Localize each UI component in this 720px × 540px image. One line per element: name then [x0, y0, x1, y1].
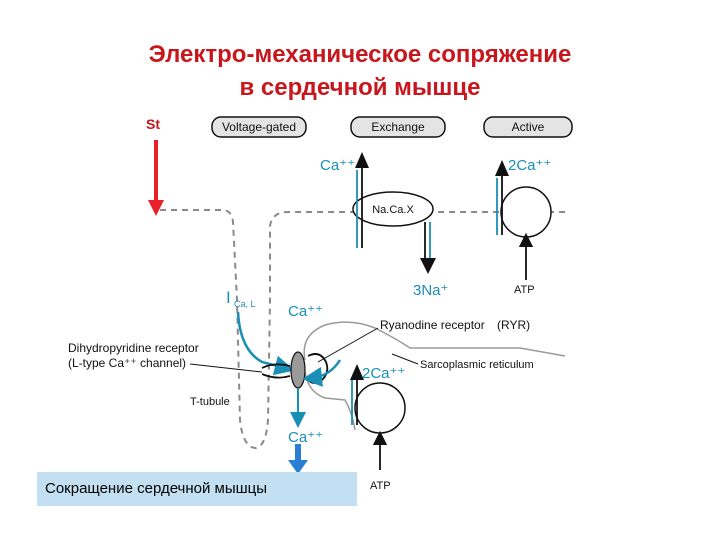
naca-exchanger-label: Na.Ca.X [372, 204, 414, 216]
sarcoplasmic-reticulum-outline [303, 321, 566, 431]
stimulus-label: St [146, 116, 160, 132]
sr-leader-line [391, 353, 419, 365]
atp-top-label: ATP [514, 284, 535, 296]
two-ca-serca-arrow [350, 364, 364, 425]
two-ca-pump-arrow [495, 160, 509, 235]
active-pill: Active [483, 116, 573, 138]
serca-pump [354, 382, 406, 434]
voltage-gated-pill: Voltage-gated [211, 116, 307, 138]
exchange-pill: Exchange [350, 116, 446, 138]
dhp-leader-line [189, 363, 263, 373]
t-tubule-label: T-tubule [190, 396, 230, 408]
dhp-receptor-label: Dihydropyridine receptor [68, 341, 199, 355]
voltage-gated-label: Voltage-gated [222, 120, 296, 134]
ca-release-label: Ca⁺⁺ [288, 429, 323, 446]
result-box: Сокращение сердечной мышцы [37, 472, 357, 506]
ca-influx-label: Ca⁺⁺ [288, 303, 323, 320]
two-ca-pump-label: 2Ca⁺⁺ [508, 157, 551, 174]
active-label: Active [512, 120, 545, 134]
dhp-receptor [290, 351, 306, 389]
three-na-label: 3Na⁺ [413, 282, 448, 299]
ryr-label: (RYR) [497, 318, 530, 332]
page-title-line2: в сердечной мышце [239, 74, 481, 101]
page-title-line1: Электро-механическое сопряжение [148, 41, 572, 68]
ca-exchange-label: Ca⁺⁺ [320, 157, 355, 174]
ryanodine-receptor-label: Ryanodine receptor [380, 318, 485, 332]
sarcoplasmic-reticulum-label: Sarcoplasmic reticulum [420, 359, 534, 371]
na-arrow [420, 222, 436, 274]
membrane-ca-pump [500, 186, 552, 238]
i-ca-label: I [226, 288, 231, 307]
atp-bottom-label: ATP [370, 480, 391, 492]
sr-ca-release-arrow [302, 359, 342, 387]
contraction-arrow [288, 444, 308, 474]
two-ca-serca-label: 2Ca⁺⁺ [362, 365, 405, 382]
i-ca-subscript: Ca, L [234, 299, 256, 309]
exchange-label: Exchange [371, 120, 425, 134]
ryr-leader-line [317, 327, 379, 363]
dhp-channel-wall [261, 363, 291, 379]
naca-exchanger [352, 191, 434, 227]
stimulus-arrow [148, 140, 164, 216]
ca-exchange-arrow [355, 152, 369, 248]
sarcolemma-membrane [160, 209, 570, 450]
dhp-receptor-sublabel: (L-type Ca⁺⁺ channel) [68, 356, 186, 370]
i-ca-current-arrow [236, 311, 295, 376]
